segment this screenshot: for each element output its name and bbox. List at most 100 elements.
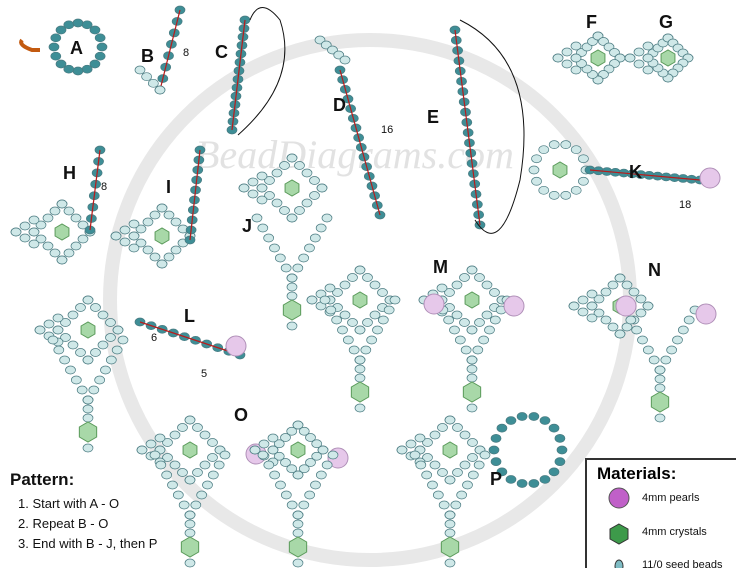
seed-bead xyxy=(269,243,280,253)
seed-bead xyxy=(280,263,292,273)
seed-bead xyxy=(315,223,327,233)
seed-bead xyxy=(70,213,82,223)
seed-bead xyxy=(105,318,116,327)
seed-bead xyxy=(459,460,471,470)
seed-bead xyxy=(247,177,259,187)
seed-bead xyxy=(100,365,111,375)
seed-bead xyxy=(516,479,528,488)
crystal-bead xyxy=(462,381,482,403)
seed-bead xyxy=(286,282,298,292)
seed-bead xyxy=(53,345,65,355)
seed-bead xyxy=(154,433,166,443)
seed-bead xyxy=(161,470,173,480)
seed-bead xyxy=(593,308,605,318)
seed-bead xyxy=(170,217,182,227)
seed-bead xyxy=(149,252,161,262)
seed-bead xyxy=(444,475,456,485)
seed-bead xyxy=(347,273,358,282)
seed-bead xyxy=(311,451,323,461)
seed-bead xyxy=(467,453,478,462)
seed-bead xyxy=(55,59,67,69)
seed-bead xyxy=(184,510,196,520)
seed-bead xyxy=(105,355,117,365)
seed-bead xyxy=(65,365,76,375)
crystal-bead xyxy=(154,227,170,245)
seed-bead xyxy=(257,223,269,233)
seed-bead xyxy=(119,225,131,235)
seed-bead xyxy=(97,340,109,350)
seed-bead xyxy=(331,315,343,325)
seed-bead xyxy=(319,295,331,305)
thread xyxy=(589,169,701,181)
pattern-step: 3. End with B - J, then P xyxy=(18,536,158,551)
seed-bead xyxy=(286,321,298,331)
seed-bead xyxy=(311,439,323,449)
seed-bead xyxy=(459,273,470,282)
seed-bead xyxy=(89,59,101,69)
seed-bead xyxy=(560,190,572,200)
crystal-bead xyxy=(650,391,670,413)
seed-bead xyxy=(635,294,647,304)
materials-icons xyxy=(608,487,630,568)
seed-bead xyxy=(72,18,84,28)
seed-bead xyxy=(49,248,61,258)
seed-bead xyxy=(50,51,62,61)
seed-bead xyxy=(654,374,666,384)
materials-title: Materials: xyxy=(597,464,677,483)
seed-bead xyxy=(82,295,94,305)
seed-bead xyxy=(89,25,101,35)
pearl-bead xyxy=(695,303,717,325)
seed-bead xyxy=(49,206,61,216)
seed-bead xyxy=(128,231,140,241)
seed-bead xyxy=(267,445,279,455)
seed-bead xyxy=(110,231,122,241)
pearl-bead xyxy=(503,295,525,317)
seed-bead xyxy=(298,253,310,263)
seed-bead xyxy=(436,283,448,293)
crystal-bead xyxy=(440,536,460,558)
seed-bead xyxy=(362,318,373,327)
seed-bead xyxy=(111,345,123,355)
seed-bead xyxy=(405,439,417,449)
seed-bead xyxy=(467,470,479,480)
material-label: 11/0 seed beads xyxy=(642,559,723,568)
seed-bead xyxy=(249,445,261,455)
seed-bead xyxy=(421,470,433,480)
seed-bead xyxy=(167,480,178,490)
seed-bead xyxy=(19,221,31,231)
seed-bead xyxy=(309,191,320,200)
seed-bead xyxy=(677,325,689,335)
seed-bead xyxy=(63,20,75,30)
seed-bead xyxy=(207,453,218,462)
seed-bead xyxy=(389,295,401,305)
seed-bead xyxy=(142,245,154,255)
step-label-m: M xyxy=(433,257,448,277)
seed-bead xyxy=(72,66,84,76)
seed-bead xyxy=(505,475,517,484)
seed-bead xyxy=(444,510,456,520)
seed-bead xyxy=(321,460,333,470)
seed-bead xyxy=(286,500,298,510)
thread xyxy=(89,149,101,231)
seed-bead xyxy=(76,385,88,395)
seed-bead xyxy=(286,273,298,283)
pearl-bead xyxy=(699,167,721,189)
seed-bead xyxy=(184,528,196,538)
seed-bead xyxy=(35,234,47,244)
seed-bead xyxy=(135,224,147,234)
seed-bead xyxy=(196,490,208,500)
step-label-b: B xyxy=(141,46,154,66)
seed-bead xyxy=(247,189,259,199)
step-label-k: K xyxy=(629,162,642,182)
crystal-bead xyxy=(182,441,198,459)
seed-bead xyxy=(577,295,589,305)
seed-bead xyxy=(60,333,71,342)
seed-bead xyxy=(459,430,471,440)
seed-bead xyxy=(202,480,213,490)
seed-bead xyxy=(306,295,318,305)
seed-bead xyxy=(339,55,351,65)
seed-bead xyxy=(136,445,148,455)
seed-bead xyxy=(635,308,647,318)
seed-bead xyxy=(568,301,580,311)
